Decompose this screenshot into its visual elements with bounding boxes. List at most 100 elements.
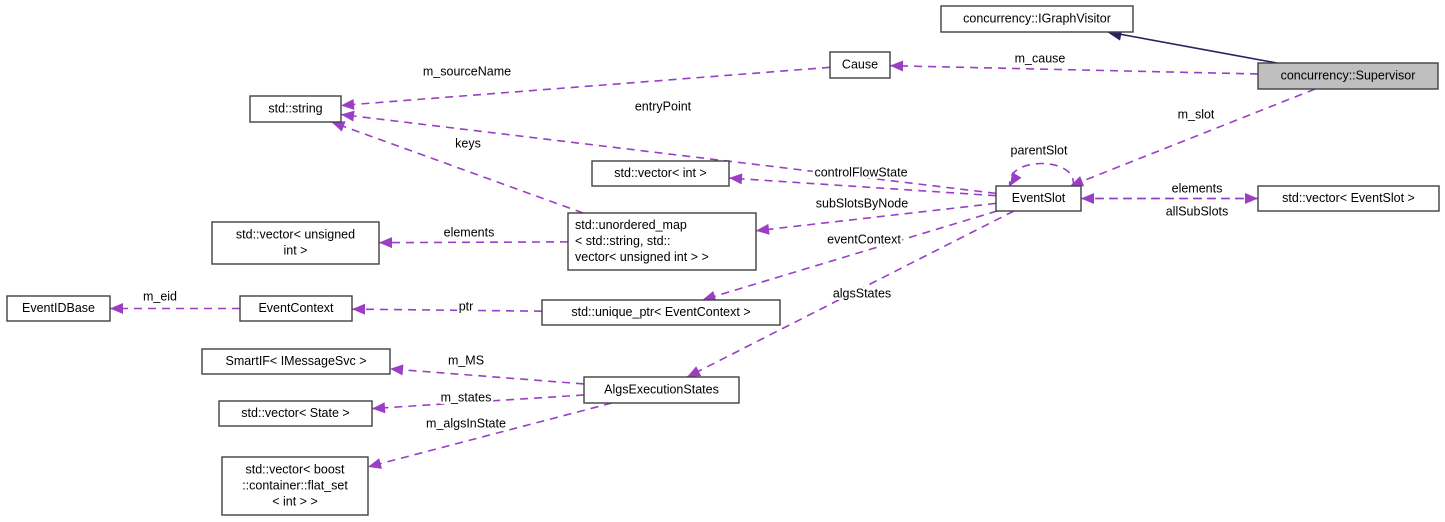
edge-arrowhead-e-string-cause [341,98,355,110]
uml-node-eventslot[interactable]: EventSlot [995,185,1082,212]
edge-label-e-eventslot-vectoreventslot-elements: elements [1172,181,1223,195]
edge-arrowhead-e-cause-supervisor [890,60,904,72]
edge-line-e-vectorstate-algsstates [371,394,585,410]
edge-label-e-eventidbase-eventcontext: m_eid [143,289,177,303]
uml-node-smartif[interactable]: SmartIF< IMessageSvc > [201,348,391,375]
edge-arrowhead-e-eventslot-allsubslots [1245,193,1258,204]
edge-label-halo-e-vectorstate-algsstates: m_states [441,390,492,404]
edge-label-halo-e-smartif-algsstates: m_MS [448,353,484,367]
edge-label-halo-e-vectoruint-map: elements [444,225,495,239]
uml-edge-e-uniqueptr-eventslot [702,210,998,302]
uml-node-vectorflatset[interactable]: std::vector< boost::container::flat_set<… [221,456,369,516]
edge-label-e-string-map: keys [455,136,481,150]
node-label-vectorstate: std::vector< State > [241,406,349,420]
edge-line-e-eventcontext-uniqueptr [351,308,543,312]
edge-line-e-vectorint-eventslot [728,177,997,197]
edge-arrowhead-e-smartif-algsstates [390,364,404,376]
node-label-vectoruint: int > [284,243,308,257]
uml-node-uniqueptr[interactable]: std::unique_ptr< EventContext > [541,299,781,326]
edge-labels-layer: m_causem_causem_sourceNamem_sourceNameen… [140,49,1230,433]
edge-label-halo-e-string-eventslot: entryPoint [635,99,692,113]
uml-node-eventcontext[interactable]: EventContext [239,295,353,322]
edge-label-halo-e-eventslot-parentslot: parentSlot [1011,143,1069,157]
edge-label-e-map-eventslot: subSlotsByNode [816,196,908,210]
node-box-vectoreventslot [1257,185,1440,212]
edge-label-halo-e-map-eventslot: subSlotsByNode [816,196,908,210]
edge-label-halo-e-eventslot-vectoreventslot-elements: elements [1172,181,1223,195]
edge-line-e-string-cause [340,66,831,107]
node-label-unorderedmap: < std::string, std:: [575,234,671,248]
node-label-vectoreventslot: std::vector< EventSlot > [1282,191,1415,205]
edge-arrowhead-e-eventidbase-eventcontext [110,303,123,314]
edge-label-halo-e-string-map: keys [455,136,481,150]
edge-label-halo-e-uniqueptr-eventslot: eventContext [827,232,901,246]
edge-label-e-eventcontext-uniqueptr: ptr [459,299,474,313]
uml-node-supervisor[interactable]: concurrency::Supervisor [1257,62,1439,90]
edge-label-e-uniqueptr-eventslot: eventContext [827,232,901,246]
edge-line-e-flatset-algsstates [367,402,613,468]
node-label-smartif: SmartIF< IMessageSvc > [225,354,366,368]
edge-label-e-string-cause: m_sourceName [423,64,511,78]
edge-arrowhead-e-string-map [331,121,346,132]
edge-arrowhead-e-eventslot-supervisor [1070,176,1085,187]
uml-node-igraphvisitor[interactable]: concurrency::IGraphVisitor [940,5,1134,33]
uml-node-algsexecstates[interactable]: AlgsExecutionStates [583,376,740,404]
node-label-vectorflatset: ::container::flat_set [242,478,348,492]
node-box-supervisor [1257,62,1439,90]
edge-label-halo-e-cause-supervisor: m_cause [1015,51,1066,65]
uml-node-vectorint[interactable]: std::vector< int > [591,160,730,187]
uml-edge-e-vectoruint-map [378,237,569,249]
edge-line-e-map-eventslot [755,202,997,232]
nodes-layer: concurrency::IGraphVisitorconcurrency::S… [6,5,1440,516]
edge-arrowhead-e-eventslot-parentslot [1010,172,1022,186]
uml-edge-e-eventslot-supervisor [1069,88,1316,187]
uml-node-vectoreventslot[interactable]: std::vector< EventSlot > [1257,185,1440,212]
node-label-cause: Cause [842,57,878,71]
edge-arrowhead-e-string-eventslot [341,110,355,122]
uml-node-eventidbase[interactable]: EventIDBase [6,295,111,322]
node-label-supervisor: concurrency::Supervisor [1281,68,1416,82]
edge-label-halo-e-eventslot-allsubslots: allSubSlots [1166,204,1229,218]
edge-arrowhead-e-vectorstate-algsstates [372,402,386,414]
uml-node-vectorstate[interactable]: std::vector< State > [218,400,373,427]
node-box-uniqueptr [541,299,781,326]
node-box-vectorflatset [221,456,369,516]
edge-arrowhead-e-vectoruint-map [379,237,393,249]
edge-line-e-uniqueptr-eventslot [702,210,998,301]
uml-node-stdstring[interactable]: std::string [249,95,342,123]
edge-label-e-algsstates-eventslot: algsStates [833,286,891,300]
edge-label-halo-e-eventcontext-uniqueptr: ptr [459,299,474,313]
edge-line-e-smartif-algsstates [389,368,585,385]
edge-line-e-eventslot-supervisor [1069,88,1316,187]
node-label-igraphvisitor: concurrency::IGraphVisitor [963,11,1111,25]
edge-arrowhead-e-algsstates-eventslot [687,366,702,377]
uml-edge-e-eventslot-parentslot [1009,162,1074,187]
edge-line-e-supervisor-igraphvisitor [1107,31,1278,64]
edge-line-e-vectoruint-map [378,241,569,244]
edge-arrowhead-e-vectorint-eventslot [729,173,743,185]
uml-edge-e-smartif-algsstates [389,364,585,385]
edge-line-e-string-eventslot [340,113,997,195]
edge-label-e-cause-supervisor: m_cause [1015,51,1066,65]
edge-label-e-vectorint-eventslot: controlFlowState [814,165,907,179]
edge-label-halo-e-vectorint-eventslot: controlFlowState [814,165,907,179]
node-box-eventslot [995,185,1082,212]
node-label-unorderedmap: vector< unsigned int > > [575,250,709,264]
node-box-smartif [201,348,391,375]
uml-node-cause[interactable]: Cause [829,51,891,79]
node-label-vectoruint: std::vector< unsigned [236,227,355,241]
node-box-vectorint [591,160,730,187]
node-box-vectoruint [211,221,380,265]
node-box-vectorstate [218,400,373,427]
edge-label-e-flatset-algsstates: m_algsInState [426,416,506,430]
node-box-eventidbase [6,295,111,322]
node-label-uniqueptr: std::unique_ptr< EventContext > [571,305,750,319]
node-label-eventidbase: EventIDBase [22,301,95,315]
edge-line-e-eventslot-parentslot [1009,162,1074,187]
node-label-eventcontext: EventContext [258,301,334,315]
uml-node-unorderedmap[interactable]: std::unordered_map< std::string, std::ve… [567,212,757,271]
uml-edge-e-flatset-algsstates [367,402,613,469]
